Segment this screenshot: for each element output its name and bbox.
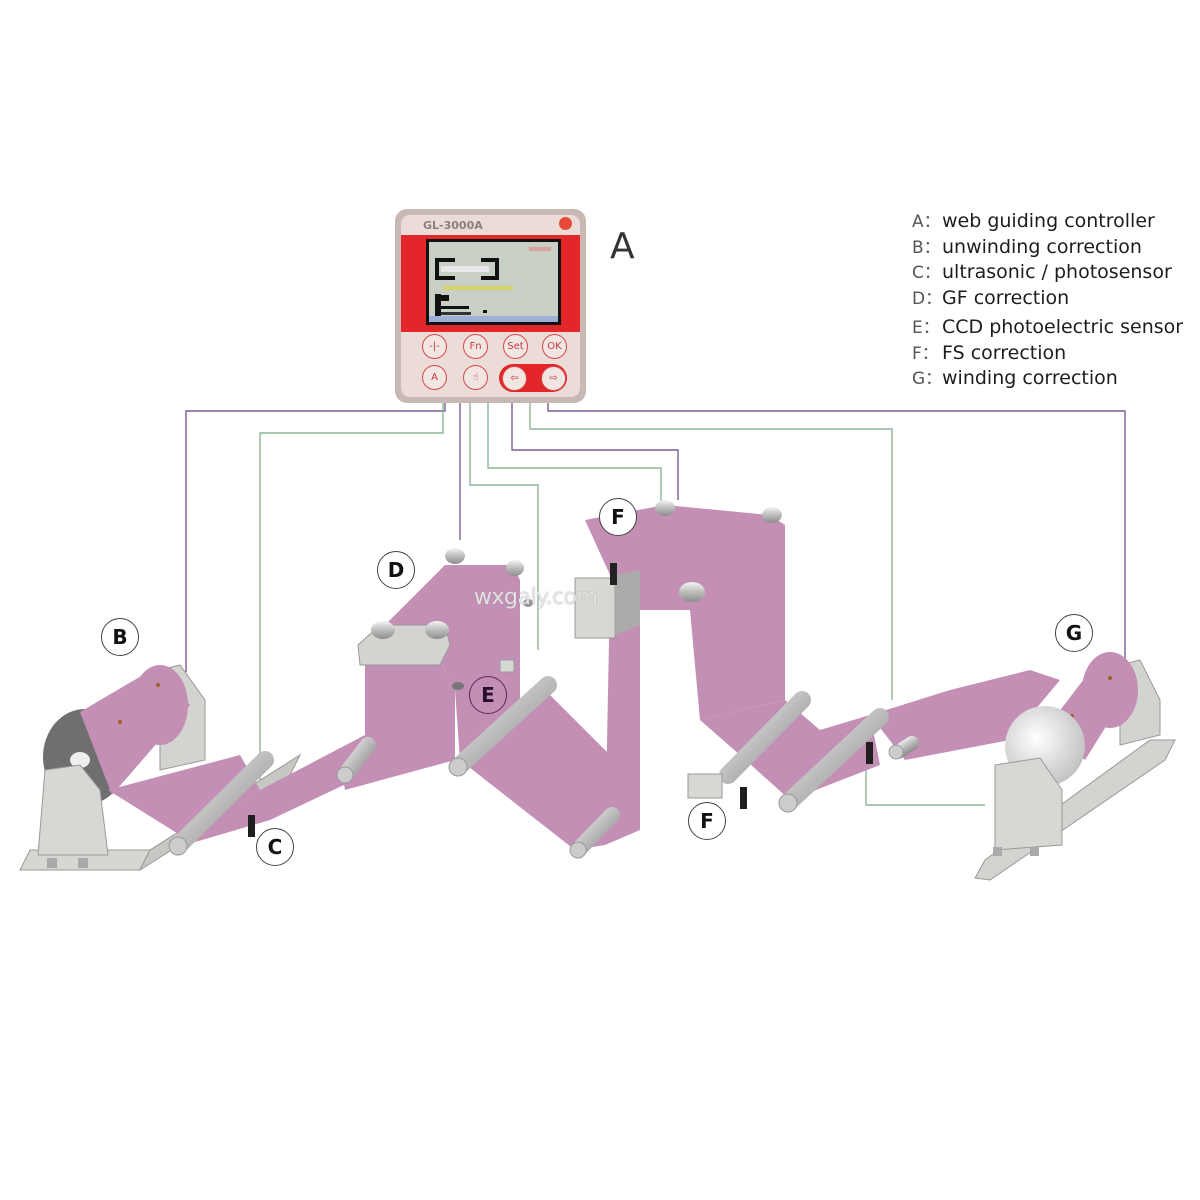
legend-item-c: C：ultrasonic / photosensor <box>912 261 1172 283</box>
callout-g: G <box>1055 614 1093 652</box>
ok-button[interactable]: OK <box>542 334 567 359</box>
rollers <box>168 676 919 859</box>
controller-label-a: A <box>610 226 635 267</box>
web-guiding-controller: GL-3000A -|- Fn Set OK A <box>395 209 586 403</box>
legend-item-f: F：FS correction <box>912 341 1067 364</box>
left-arrow-button[interactable]: ⇦ <box>502 366 527 391</box>
callout-c: C <box>256 828 294 866</box>
legend-item-d: D：GF correction <box>912 286 1070 309</box>
watermark: wxgaly.com <box>474 585 598 610</box>
controller-screen <box>426 239 561 325</box>
legend-item-a: A：web guiding controller <box>912 210 1155 232</box>
fs-correction-upper <box>574 500 782 639</box>
auto-button[interactable]: A <box>422 365 447 390</box>
callout-e: E <box>469 676 507 714</box>
fn-button[interactable]: Fn <box>463 334 488 359</box>
web-strip <box>180 505 1060 850</box>
gf-correction-d <box>357 548 533 690</box>
legend-item-g: G：winding correction <box>912 367 1118 389</box>
callout-d: D <box>377 551 415 589</box>
lcd-graphics <box>429 247 558 322</box>
controller-model-label: GL-3000A <box>423 219 483 232</box>
sensors <box>248 742 873 837</box>
callout-f-lower: F <box>688 802 726 840</box>
legend-item-e: E：CCD photoelectric sensor <box>912 316 1184 338</box>
callout-f-upper: F <box>599 498 637 536</box>
manual-button[interactable]: ☝ <box>463 365 488 390</box>
brand-logo-icon <box>559 217 572 230</box>
right-arrow-button[interactable]: ⇨ <box>541 366 566 391</box>
legend: A：web guiding controller B：unwinding cor… <box>912 207 1200 390</box>
legend-item-b: B：unwinding correction <box>912 235 1142 258</box>
set-button[interactable]: Set <box>503 334 528 359</box>
lcd-display <box>429 242 558 322</box>
winder-g <box>974 652 1176 881</box>
callout-b: B <box>101 618 139 656</box>
center-button[interactable]: -|- <box>422 334 447 359</box>
wiring <box>185 403 1126 806</box>
